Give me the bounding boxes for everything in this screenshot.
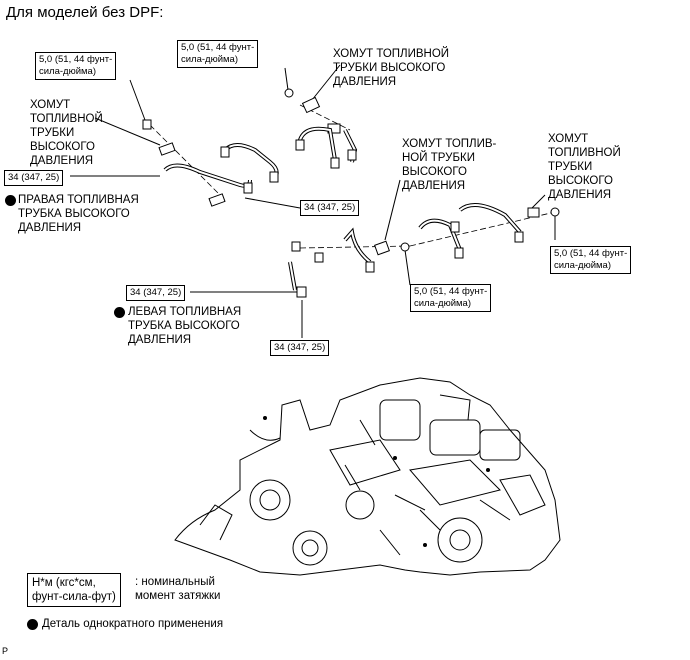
- torque-value-box: 34 (347, 25): [4, 170, 64, 186]
- torque-value-box: 5,0 (51, 44 фунт- сила-дюйма): [410, 284, 492, 312]
- legend-torque-description: : номинальный момент затяжки: [135, 576, 221, 602]
- torque-value-box: 5,0 (51, 44 фунт- сила-дюйма): [35, 52, 117, 80]
- page-title: Для моделей без DPF:: [6, 4, 164, 21]
- torque-value-box: 34 (347, 25): [126, 285, 186, 301]
- single-use-dot-icon: [5, 195, 16, 206]
- right-pipe-label: ПРАВАЯ ТОПЛИВНАЯ ТРУБКА ВЫСОКОГО ДАВЛЕНИ…: [18, 194, 139, 234]
- clamp-label-left: ХОМУТ ТОПЛИВНОЙ ТРУБКИ ВЫСОКОГО ДАВЛЕНИЯ: [30, 99, 103, 167]
- left-pipe-label: ЛЕВАЯ ТОПЛИВНАЯ ТРУБКА ВЫСОКОГО ДАВЛЕНИЯ: [128, 306, 242, 346]
- legend-dot-description: Деталь однократного применения: [42, 618, 224, 630]
- clamp-label-top: ХОМУТ ТОПЛИВНОЙ ТРУБКИ ВЫСОКОГО ДАВЛЕНИЯ: [333, 48, 450, 88]
- legend-dot-icon: [27, 619, 38, 630]
- clamp-label-right: ХОМУТ ТОПЛИВНОЙ ТРУБКИ ВЫСОКОГО ДАВЛЕНИЯ: [548, 133, 621, 201]
- torque-value-box: 5,0 (51, 44 фунт- сила-дюйма): [550, 246, 632, 274]
- torque-value-box: 34 (347, 25): [270, 340, 330, 356]
- single-use-dot-icon: [114, 307, 125, 318]
- torque-value-box: 34 (347, 25): [300, 200, 360, 216]
- corner-mark: P: [2, 646, 9, 656]
- legend-torque-box: Н*м (кгс*см, фунт-сила-фут): [27, 573, 121, 607]
- torque-value-box: 5,0 (51, 44 фунт- сила-дюйма): [177, 40, 259, 68]
- clamp-label-middle: ХОМУТ ТОПЛИВ- НОЙ ТРУБКИ ВЫСОКОГО ДАВЛЕН…: [402, 138, 497, 192]
